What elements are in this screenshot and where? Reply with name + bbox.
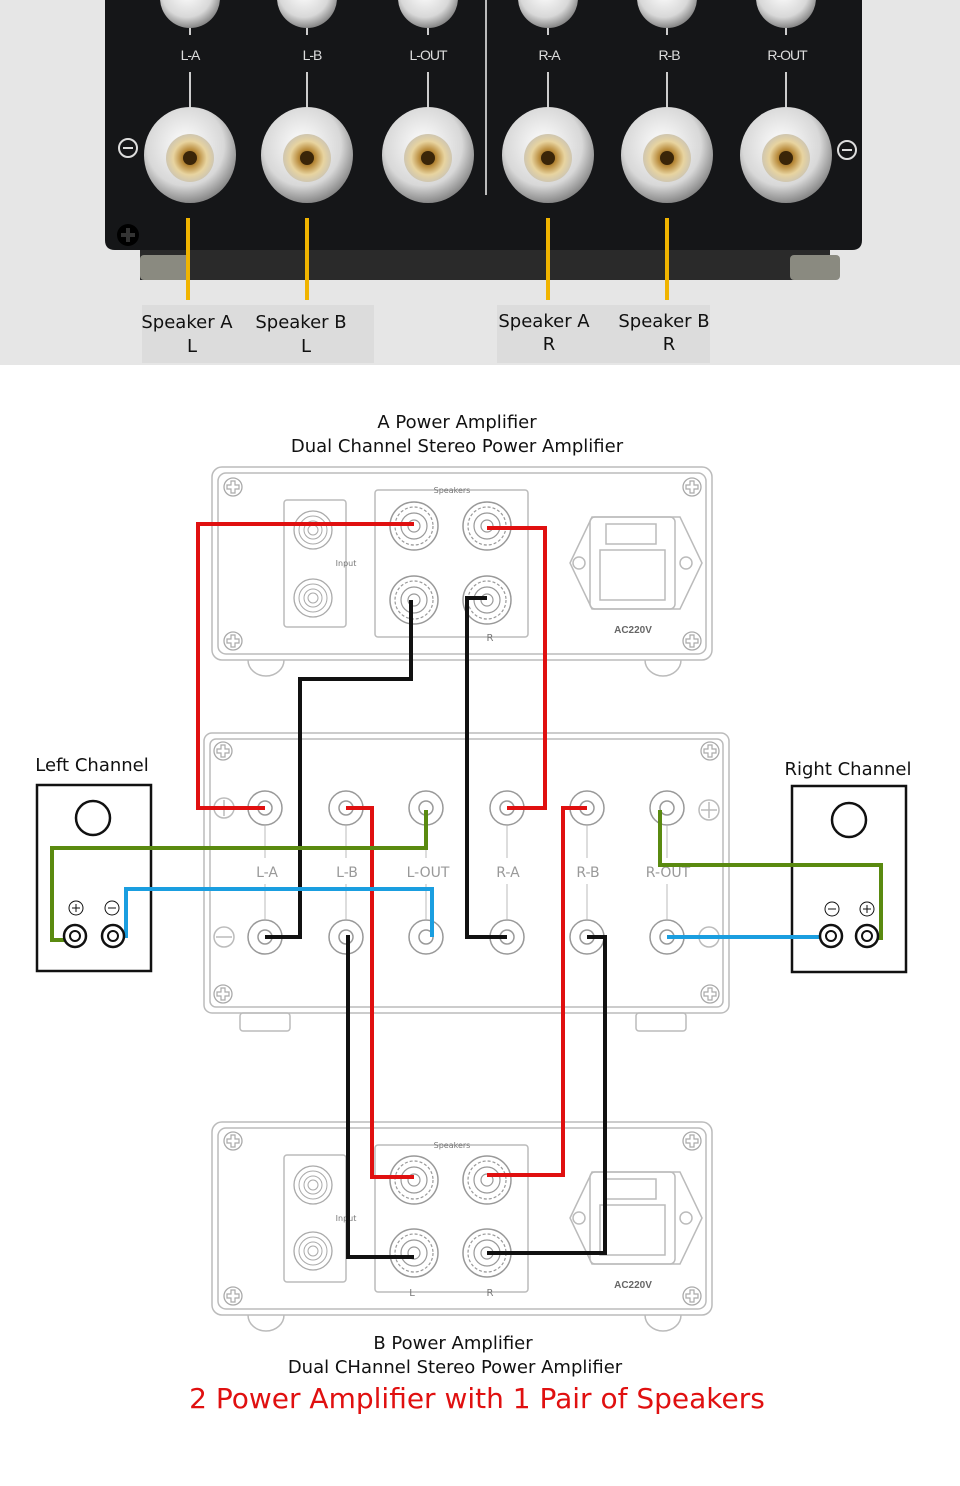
screw-icon [223, 1131, 243, 1151]
wire-amp-b-r-plus [487, 806, 587, 1177]
right-speaker [790, 784, 908, 974]
screw-icon [682, 1131, 702, 1151]
r-label: R [487, 633, 494, 644]
plus-icon [859, 901, 875, 917]
amp-a-subtitle: Dual Channel Stereo Power Amplifier [291, 436, 624, 457]
power-inlet-icon [569, 516, 703, 610]
left-speaker-minus-jack [100, 923, 126, 949]
r-label: R [487, 1288, 494, 1299]
amp-a-rear-panel: Input Speakers R AC220V [211, 466, 713, 677]
minus-icon [213, 926, 235, 948]
plus-icon [698, 799, 720, 821]
minus-icon [104, 900, 120, 916]
amp-b-subtitle: Dual CHannel Stereo Power Amplifier [288, 1357, 623, 1378]
input-jack-r [293, 578, 333, 618]
right-channel-label: Right Channel [784, 759, 911, 780]
wire-amp-a-l-minus [265, 600, 413, 939]
screw-icon [700, 741, 720, 761]
wire-amp-a-r-minus [465, 596, 507, 939]
speakers-label: Speakers [434, 1141, 471, 1150]
left-speaker-plus-jack [62, 923, 88, 949]
input-label: Input [336, 559, 357, 568]
l-label: L [409, 1288, 415, 1299]
callout-lines [186, 218, 669, 300]
power-inlet-icon [569, 1171, 703, 1265]
plus-icon [68, 900, 84, 916]
terminal-label-r-b: R-B [658, 47, 680, 63]
switch-label-l-out: L-OUT [407, 865, 450, 881]
binding-post-4 [502, 0, 594, 203]
power-label: AC220V [614, 1280, 652, 1291]
callout-channel: L [301, 336, 311, 357]
minus-icon [824, 901, 840, 917]
amp-b-rear-panel: Input Speakers L R AC220V [211, 1121, 713, 1332]
callout-speaker-b-l: Speaker B [255, 312, 346, 333]
callout-channel: R [543, 334, 556, 355]
wire-left-out-plus [50, 810, 428, 942]
right-speaker-plus-jack [854, 923, 880, 949]
minus-icon [837, 140, 857, 160]
speaker-driver-icon [74, 799, 112, 837]
amp-a-title: A Power Amplifier [377, 412, 537, 433]
terminal-label-r-out: R-OUT [767, 47, 808, 63]
wire-amp-b-r-minus [487, 935, 607, 1255]
binding-post-5 [621, 0, 713, 203]
speaker-post-r-plus [462, 1155, 512, 1205]
binding-post-2 [261, 0, 353, 203]
terminal-label-l-b: L-B [303, 47, 322, 63]
speaker-post-l-plus [389, 1155, 439, 1205]
screw-icon [213, 984, 233, 1004]
screw-icon [223, 477, 243, 497]
callout-channel: R [663, 334, 676, 355]
callout-channel: L [187, 336, 197, 357]
binding-post-6 [740, 0, 832, 203]
screw-icon [117, 224, 139, 246]
minus-icon [118, 138, 138, 158]
screw-icon [682, 631, 702, 651]
speaker-post-l-minus [389, 575, 439, 625]
callout-speaker-a-l: Speaker A [141, 312, 233, 333]
switch-label-r-b: R-B [576, 865, 599, 881]
switch-label-l-b: L-B [336, 865, 358, 881]
power-label: AC220V [614, 625, 652, 636]
left-channel-label: Left Channel [35, 755, 148, 776]
input-jack-r [293, 1231, 333, 1271]
wire-amp-a-r-plus [487, 526, 547, 810]
left-speaker [35, 783, 153, 973]
screw-icon [682, 477, 702, 497]
binding-post-1 [144, 0, 236, 203]
input-jack-l [293, 510, 333, 550]
switch-label-r-a: R-A [496, 865, 520, 881]
screw-icon [700, 984, 720, 1004]
binding-post-3 [382, 0, 474, 203]
diagram-caption: 2 Power Amplifier with 1 Pair of Speaker… [189, 1382, 765, 1415]
speaker-post-l-minus [389, 1228, 439, 1278]
switch-label-r-out: R-OUT [646, 865, 691, 881]
screw-icon [223, 1286, 243, 1306]
terminal-label-r-a: R-A [538, 47, 561, 63]
wire-amp-b-l-minus [346, 935, 414, 1259]
speaker-driver-icon [830, 801, 868, 839]
screw-icon [223, 631, 243, 651]
wire-amp-a-l-plus [196, 522, 414, 810]
callout-speaker-a-r: Speaker A [498, 311, 590, 332]
switch-jack-3-minus [408, 919, 444, 955]
right-speaker-minus-jack [818, 923, 844, 949]
wire-amp-b-l-plus [346, 806, 414, 1179]
input-jack-l [293, 1165, 333, 1205]
callout-speaker-b-r: Speaker B [618, 311, 709, 332]
switch-label-l-a: L-A [256, 865, 278, 881]
amp-b-title: B Power Amplifier [373, 1333, 533, 1354]
terminal-label-l-a: L-A [181, 47, 201, 63]
screw-icon [213, 741, 233, 761]
product-photo: L-A L-B L-OUT R-A R-B R-OUT Speaker A L … [0, 0, 960, 365]
terminal-label-l-out: L-OUT [410, 47, 448, 63]
switch-jack-6-plus [649, 790, 685, 826]
screw-icon [682, 1286, 702, 1306]
speakers-label: Speakers [434, 486, 471, 495]
